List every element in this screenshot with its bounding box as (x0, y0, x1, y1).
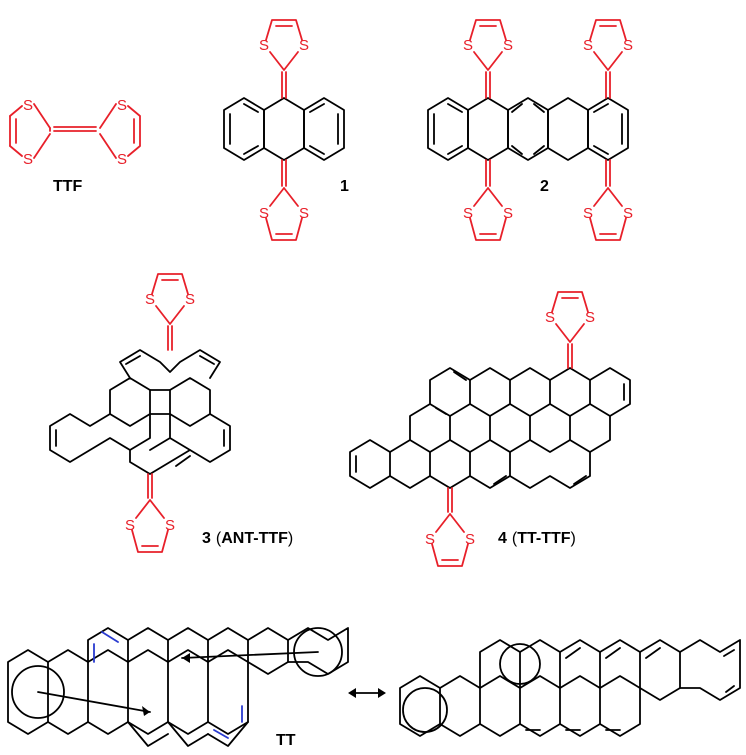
c2-s-atom: S (623, 37, 633, 54)
label-compound-4: 4(TT-TTF) (498, 530, 576, 547)
c1-s-atom: S (299, 205, 309, 222)
c4-s-atom: S (585, 309, 595, 326)
ttf-molecule: S S S S (9, 97, 141, 168)
c2-s-atom: S (503, 205, 513, 222)
tt-resonance-form-right (399, 639, 741, 737)
ttf-s-atom: S (117, 97, 127, 114)
compound-3-molecule: S S S S (49, 273, 231, 553)
ttf-s-atom: S (23, 97, 33, 114)
c3-s-atom: S (185, 291, 195, 308)
label-compound-2: 2 (540, 178, 549, 195)
compound-4-molecule: S S S S (349, 291, 631, 567)
label-ttf: TTF (53, 178, 83, 195)
c1-s-atom: S (259, 205, 269, 222)
label-tt: TT (276, 732, 296, 749)
label-compound-3: 3(ANT-TTF) (202, 530, 293, 547)
c2-s-atom: S (583, 37, 593, 54)
c3-s-atom: S (125, 517, 135, 534)
c2-s-atom: S (463, 37, 473, 54)
c3-s-atom: S (145, 291, 155, 308)
c3-s-atom: S (165, 517, 175, 534)
double-headed-arrow-icon (348, 688, 386, 698)
compound-2-molecule: S S S S S S S S (427, 19, 633, 241)
c1-s-atom: S (259, 37, 269, 54)
label-compound-1: 1 (340, 178, 349, 195)
c2-s-atom: S (503, 37, 513, 54)
tt-resonance-form-left (7, 627, 349, 747)
c1-s-atom: S (299, 37, 309, 54)
c4-s-atom: S (465, 531, 475, 548)
c2-s-atom: S (463, 205, 473, 222)
ttf-s-atom: S (117, 151, 127, 168)
ttf-s-atom: S (23, 151, 33, 168)
c4-s-atom: S (425, 531, 435, 548)
c2-s-atom: S (583, 205, 593, 222)
c4-s-atom: S (545, 309, 555, 326)
compound-1-molecule: S S S S (223, 19, 345, 241)
c2-s-atom: S (623, 205, 633, 222)
